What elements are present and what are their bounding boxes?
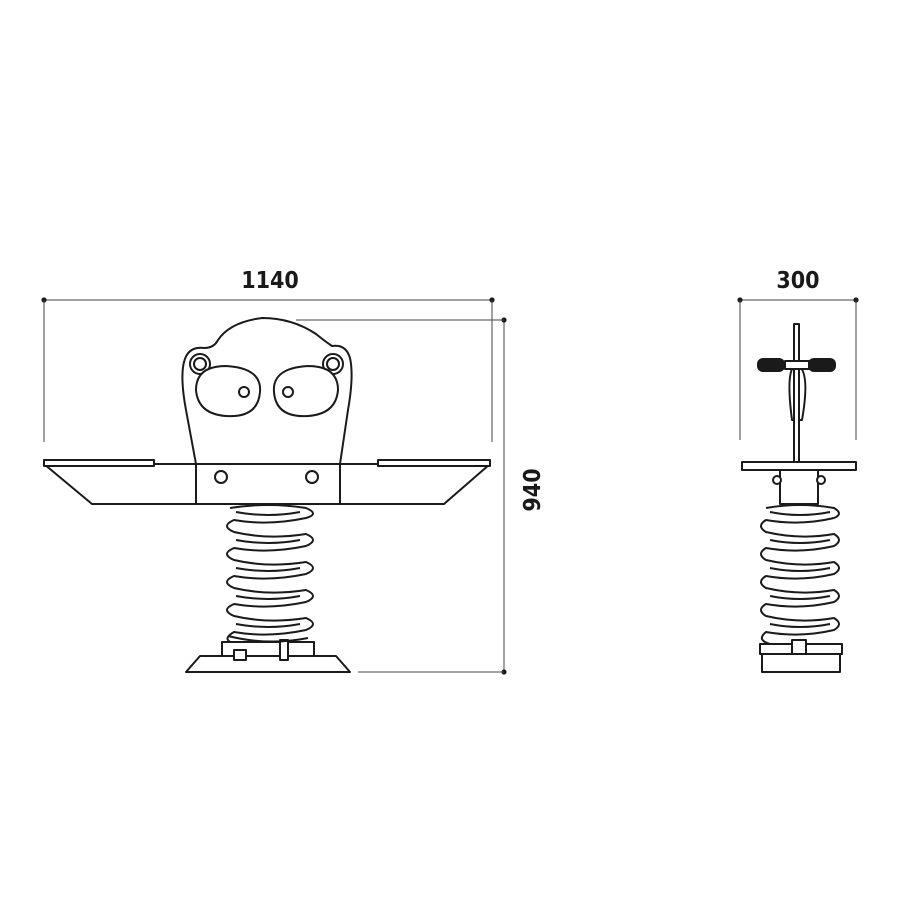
frog-head	[181, 317, 353, 465]
side-base	[759, 639, 843, 673]
side-width-dimension: 300	[737, 268, 859, 440]
front-view: 1140 940	[41, 268, 546, 675]
front-spring	[226, 504, 314, 645]
front-height-label: 940	[520, 468, 546, 511]
seat-platform	[43, 459, 491, 505]
front-width-label: 1140	[241, 268, 299, 294]
front-width-dimension: 1140	[41, 268, 495, 442]
side-view: 300	[737, 268, 859, 673]
side-backrest	[757, 323, 836, 465]
side-width-label: 300	[776, 268, 819, 294]
front-height-dimension: 940	[296, 317, 546, 675]
side-seat	[741, 461, 857, 505]
side-spring	[760, 504, 840, 645]
front-base	[185, 635, 351, 673]
